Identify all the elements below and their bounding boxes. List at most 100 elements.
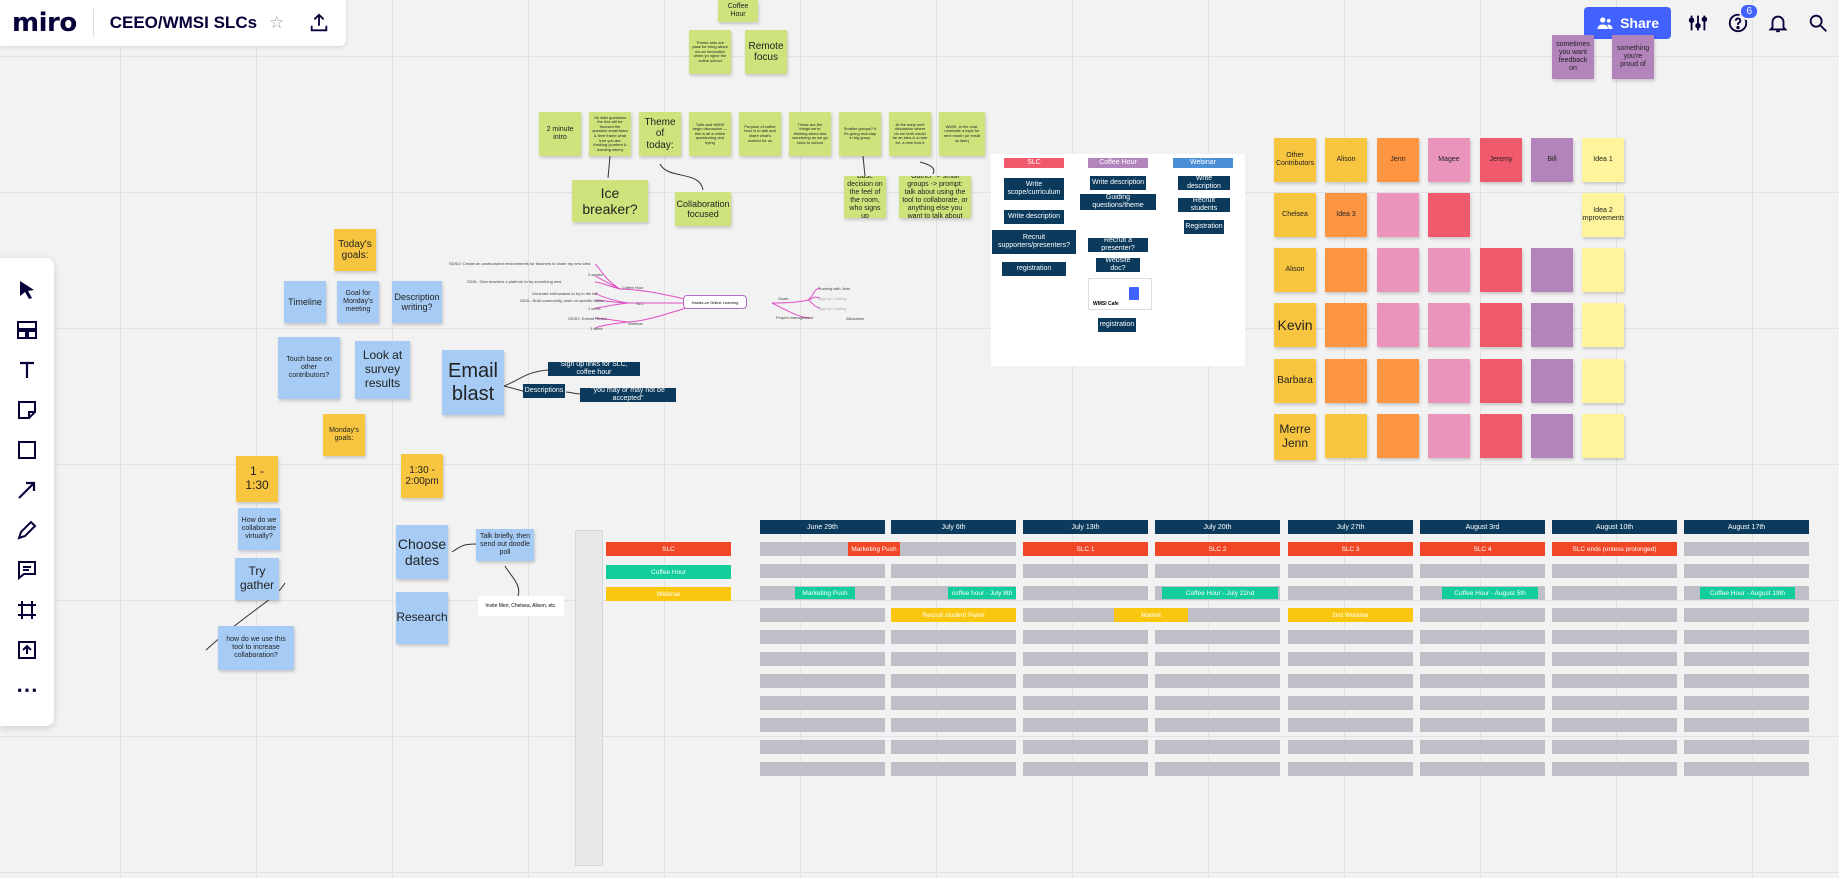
sticky-smaller-groups[interactable]: Smaller groups? If it's going real stay … <box>839 112 881 156</box>
mindmap-right-4[interactable]: Sign up / writing <box>818 306 847 311</box>
mindmap-right-3[interactable]: Sign up / writing <box>818 296 847 301</box>
bell-icon[interactable] <box>1765 10 1791 36</box>
search-icon[interactable] <box>1805 10 1831 36</box>
timeline-cell[interactable] <box>1684 608 1809 622</box>
grid-cell[interactable] <box>1480 359 1522 403</box>
sticky-ice-breaker[interactable]: Ice breaker? <box>572 180 648 222</box>
mindmap-left-6[interactable]: SDSI2: Extend Reach <box>568 316 607 321</box>
grid-row-merre-jenn[interactable]: Merre Jenn <box>1274 414 1316 460</box>
timeline-cell[interactable] <box>1420 630 1545 644</box>
timeline-cell[interactable] <box>1023 740 1148 754</box>
task-write-description[interactable]: Write description <box>1004 210 1064 224</box>
share-button[interactable]: Share <box>1584 7 1671 39</box>
grid-cell[interactable] <box>1325 248 1367 292</box>
timeline-cell[interactable] <box>891 696 1016 710</box>
task-recruit-supporters[interactable]: Recruit supporters/presenters? <box>992 230 1076 254</box>
grid-cell[interactable] <box>1428 414 1470 458</box>
timeline-cell[interactable] <box>1023 674 1148 688</box>
sticky-coffee-hour[interactable]: Coffee Hour <box>718 0 758 22</box>
timeline-cell[interactable] <box>891 564 1016 578</box>
timeline-cell[interactable] <box>1552 608 1677 622</box>
timeline-cell[interactable] <box>760 608 885 622</box>
timeline-cell[interactable] <box>1288 718 1413 732</box>
star-icon[interactable]: ☆ <box>269 13 285 32</box>
grid-cell[interactable] <box>1531 303 1573 347</box>
timeline-cell[interactable] <box>1420 608 1545 622</box>
sticky-wmsi-chat[interactable]: WMSI, in the chat, nominate a topic for … <box>939 112 985 156</box>
label-descriptions[interactable]: Descriptions <box>523 384 565 398</box>
timeline-bar[interactable]: Market <box>1114 608 1188 622</box>
mindmap-left-4[interactable]: SDSL: Build community, work on specific … <box>520 298 604 303</box>
sticky-how-use-tool[interactable]: how do we use this tool to increase coll… <box>218 626 294 670</box>
mindmap-center[interactable]: Hands-on Online Learning <box>683 295 747 309</box>
sticky-email-blast[interactable]: Email blast <box>442 350 504 415</box>
sticky-remote-focus[interactable]: Remote focus <box>745 30 787 74</box>
sticky-touch-base[interactable]: Touch base on other contributors? <box>278 337 340 399</box>
sticky-description-writing[interactable]: Description writing? <box>392 281 442 323</box>
timeline-cell[interactable] <box>891 718 1016 732</box>
sticky-theme-small[interactable]: Theme ants are pass for bring about ms a… <box>689 30 731 74</box>
sticky-these-are[interactable]: These are the things we're thinking abou… <box>789 112 831 156</box>
grid-cell[interactable] <box>1582 414 1624 458</box>
task-guiding-questions[interactable]: Guiding questions/theme <box>1080 194 1156 210</box>
grid-header-other[interactable]: Other Contributors <box>1274 138 1316 182</box>
grid-cell[interactable] <box>1582 359 1624 403</box>
mindmap-right-5[interactable]: Alllocation <box>846 316 865 321</box>
timeline-cell[interactable] <box>1155 652 1280 666</box>
sticky-small-note[interactable]: Ok start questions the this will be focu… <box>589 112 631 156</box>
sticky-at-early[interactable]: At the early next discussion where do we… <box>889 112 931 156</box>
timeline-cell[interactable] <box>1288 696 1413 710</box>
timeline-cell[interactable] <box>1684 740 1809 754</box>
select-icon[interactable] <box>7 270 47 310</box>
mindmap-left-3[interactable]: Generate enthusiasm to try in the fall <box>532 291 598 296</box>
timeline-cell[interactable] <box>1552 564 1677 578</box>
timeline-cell[interactable] <box>1155 696 1280 710</box>
timeline-cell[interactable] <box>1684 542 1809 556</box>
grid-cell[interactable] <box>1377 359 1419 403</box>
timeline-cell[interactable] <box>891 674 1016 688</box>
task-recruit-students[interactable]: Recruit students <box>1178 197 1230 212</box>
grid-cell[interactable] <box>1582 303 1624 347</box>
timeline-cell[interactable] <box>1684 762 1809 776</box>
grid-cell-idea3[interactable]: Idea 3 <box>1325 193 1367 237</box>
timeline-cell[interactable] <box>1420 564 1545 578</box>
text-invite[interactable]: Invite Meri, Chelsea, Alison, etc. <box>478 596 564 616</box>
timeline-cell[interactable] <box>1155 564 1280 578</box>
timeline-cell[interactable] <box>760 718 885 732</box>
grid-cell[interactable] <box>1480 303 1522 347</box>
timeline-cell[interactable] <box>1288 652 1413 666</box>
timeline-cell[interactable] <box>1155 630 1280 644</box>
sticky-timeline[interactable]: Timeline <box>284 281 326 323</box>
timeline-cell[interactable] <box>760 652 885 666</box>
grid-cell[interactable] <box>1428 248 1470 292</box>
grid-cell[interactable] <box>1531 414 1573 458</box>
sticky-how-collab[interactable]: How do we collaborate virtually? <box>238 508 280 550</box>
more-icon[interactable]: ⋯ <box>16 677 38 702</box>
sticky-two-min-intro[interactable]: 2 minute intro <box>539 112 581 156</box>
timeline-cell[interactable] <box>760 630 885 644</box>
timeline-cell[interactable] <box>1288 740 1413 754</box>
mindmap-right-2[interactable]: Training with Jenn <box>818 286 851 291</box>
timeline-bar[interactable]: Recruit student Panel <box>891 608 1016 622</box>
grid-cell[interactable] <box>1531 359 1573 403</box>
timeline-scroll-bar[interactable] <box>575 530 603 866</box>
sticky-one-to-130[interactable]: 1 - 1:30 <box>236 456 278 502</box>
sticky-note-icon[interactable] <box>7 390 47 430</box>
sticky-theme-of-today[interactable]: Theme of today: <box>639 112 681 156</box>
grid-header-bill[interactable]: Bill <box>1531 138 1573 182</box>
label-may-not-be-accepted[interactable]: "you may or may not be accepted" <box>580 387 676 402</box>
doc-card[interactable]: WMSI Cafe <box>1088 278 1152 310</box>
sticky-look-survey[interactable]: Look at survey results <box>355 341 410 399</box>
grid-row-barbara[interactable]: Barbara <box>1274 359 1316 403</box>
timeline-cell[interactable] <box>891 762 1016 776</box>
timeline-cell[interactable] <box>1023 564 1148 578</box>
timeline-cell[interactable] <box>1420 696 1545 710</box>
grid-header-magee[interactable]: Magee <box>1428 138 1470 182</box>
miro-logo[interactable]: miro <box>12 8 77 38</box>
timeline-bar[interactable]: SLC 4 <box>1420 542 1545 556</box>
board-title[interactable]: CEEO/WMSI SLCs <box>109 13 258 32</box>
sticky-purpose-coffee[interactable]: Purpose of coffee hour is to talk and sh… <box>739 112 781 156</box>
timeline-cell[interactable] <box>1552 718 1677 732</box>
timeline-cell[interactable] <box>1288 674 1413 688</box>
label-signup-links[interactable]: Sign up links for SLC, coffee hour <box>548 361 640 376</box>
